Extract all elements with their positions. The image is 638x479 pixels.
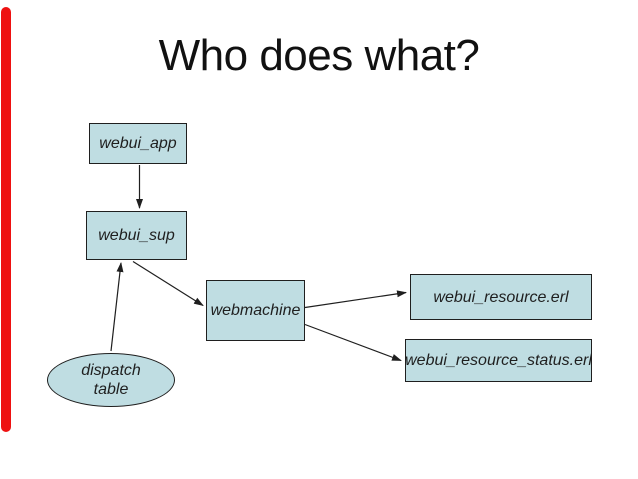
node-webui-resource-status-erl-label: webui_resource_status.erl [405,352,592,369]
left-accent-bar [1,7,11,432]
node-webui-sup: webui_sup [86,211,187,260]
edge-webmachine-to-webui-resource-status [304,323,402,362]
node-dispatch-table-label: dispatch table [81,362,141,398]
node-webui-resource-erl-label: webui_resource.erl [433,288,569,306]
node-webui-sup-label: webui_sup [98,227,175,244]
node-webmachine-label: webmachine [210,302,301,319]
node-webmachine: webmachine [206,280,305,341]
node-webui-resource-status-erl: webui_resource_status.erl [405,339,592,382]
node-webui-app: webui_app [89,123,187,164]
node-webui-resource-erl: webui_resource.erl [410,274,592,320]
edge-webmachine-to-webui-resource [304,290,407,309]
edge-dispatch-table-to-webui-sup [110,262,124,352]
node-webui-app-label: webui_app [99,135,177,152]
node-dispatch-table: dispatch table [47,353,175,407]
edge-webui-sup-to-webmachine [132,260,204,307]
slide-title: Who does what? [158,31,480,80]
